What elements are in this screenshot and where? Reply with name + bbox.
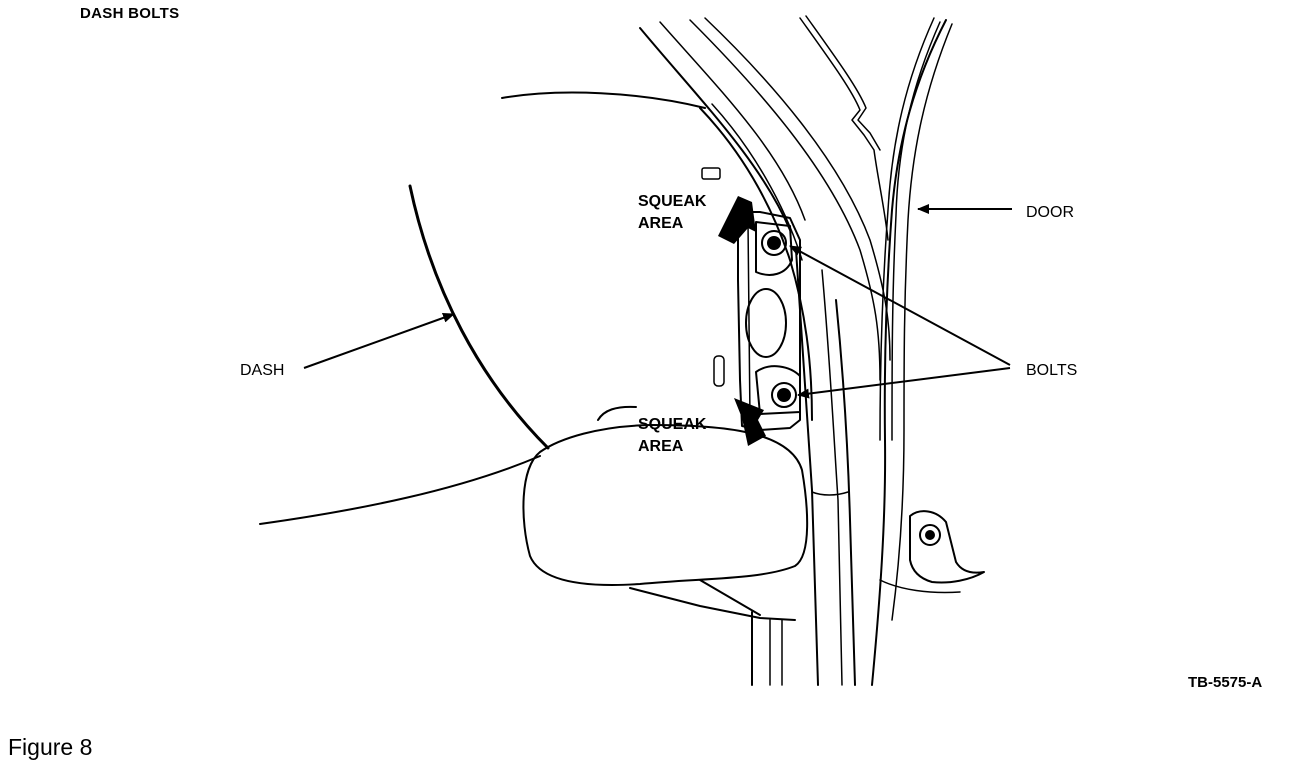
body-seam-2 (805, 15, 881, 151)
squeak-area-lower-arrow (734, 398, 766, 446)
squeak-area-upper-arrow (718, 196, 756, 244)
squeak-area-upper-label-line2: AREA (638, 215, 684, 232)
bolts-arrow-lower (797, 367, 1011, 399)
dash-lower-line (259, 455, 541, 525)
lower-slot (713, 355, 725, 387)
dash-label: DASH (240, 362, 284, 379)
pillar-curve-1 (639, 27, 791, 231)
upper-slot (701, 167, 721, 180)
squeak-area-upper-label-line1: SQUEAK (638, 193, 707, 210)
body-seam (799, 17, 889, 241)
figure-caption: Figure 8 (8, 734, 93, 760)
door-frame-inner-3 (891, 21, 941, 441)
pillar-curve-2 (659, 21, 806, 221)
lower-bracket-edge (699, 579, 761, 616)
door-frame-inner-1 (879, 17, 935, 441)
pillar-joint (811, 491, 849, 496)
lower-bolt-head (777, 388, 791, 402)
door-frame-inner-2 (891, 23, 953, 621)
hinge-plate-left-edge (747, 221, 751, 421)
pillar-vertical-left (795, 249, 819, 686)
dash-top-contour (501, 91, 706, 109)
lower-door-hinge-bolt (919, 524, 941, 546)
squeak-area-lower-label-line2: AREA (638, 438, 684, 455)
hinge-upper-tab (755, 221, 793, 276)
upper-bolt-head (767, 236, 781, 250)
pillar-curve-4 (704, 17, 891, 361)
lower-hinge-bracket (879, 579, 961, 594)
lower-door-hinge-bolt-head (925, 530, 935, 540)
lower-door-hinge (909, 510, 985, 584)
bolts-arrow-upper (789, 245, 1011, 366)
pillar-curve-5 (699, 107, 813, 421)
lower-bolt (771, 382, 797, 408)
knee-bolster-tab (597, 405, 637, 421)
upper-bolt (761, 230, 787, 256)
diagram-heading: DASH BOLTS (80, 5, 180, 22)
hinge-center-oval (745, 288, 787, 358)
pillar-curve-3 (689, 19, 881, 381)
reference-code: TB-5575-A (1188, 674, 1263, 691)
dash-panel-arc (408, 184, 550, 450)
pillar-vertical-mid (821, 269, 843, 686)
door-label: DOOR (1026, 204, 1074, 221)
bolts-label: BOLTS (1026, 362, 1077, 379)
hinge-lower-tab (755, 365, 801, 415)
dash-arrow (303, 313, 455, 369)
lower-bracket (629, 587, 796, 621)
pillar-curve-6 (711, 103, 803, 261)
squeak-area-lower-label-line1: SQUEAK (638, 416, 707, 433)
knee-bolster (522, 424, 809, 586)
door-frame-outer (871, 19, 947, 686)
hinge-plate (737, 211, 801, 431)
pillar-vertical-right (835, 299, 856, 686)
